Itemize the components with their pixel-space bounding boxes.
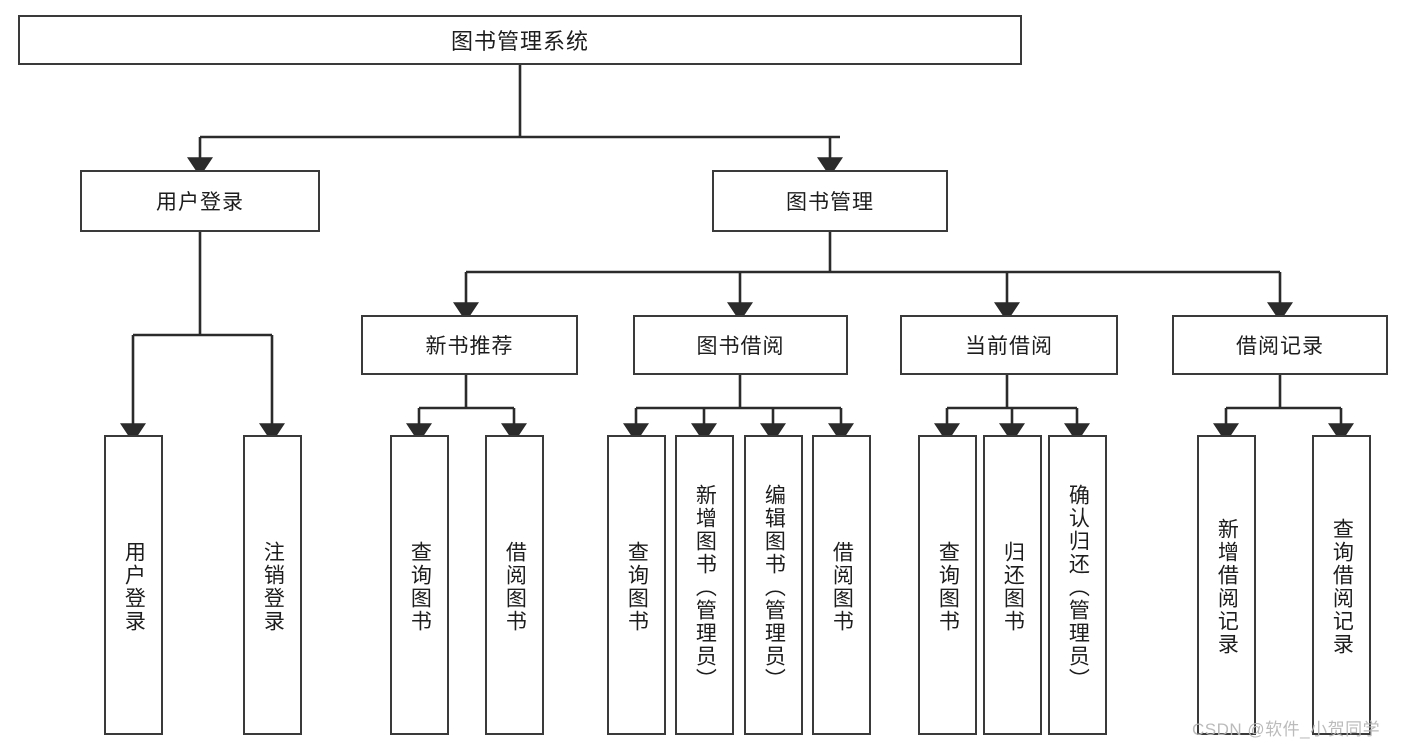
node-leaf-edit-book[interactable]: 编辑图书（管理员） <box>744 435 803 735</box>
node-new-book-recommend[interactable]: 新书推荐 <box>361 315 578 375</box>
node-user-login[interactable]: 用户登录 <box>80 170 320 232</box>
node-leaf-query-record-label: 查询借阅记录 <box>1330 518 1354 656</box>
node-leaf-return-book-label: 归还图书 <box>1001 541 1025 633</box>
csdn-watermark: CSDN @软件_小贺同学 <box>1192 720 1381 739</box>
node-leaf-confirm-return[interactable]: 确认归还（管理员） <box>1048 435 1107 735</box>
node-leaf-query-book-2-label: 查询图书 <box>625 541 649 633</box>
node-leaf-query-book-2[interactable]: 查询图书 <box>607 435 666 735</box>
node-book-management-label: 图书管理 <box>786 191 874 214</box>
node-leaf-borrow-book-2-label: 借阅图书 <box>830 541 854 633</box>
node-new-book-recommend-label: 新书推荐 <box>425 335 514 358</box>
node-borrow-record-label: 借阅记录 <box>1236 335 1324 358</box>
node-leaf-borrow-book-1[interactable]: 借阅图书 <box>485 435 544 735</box>
node-leaf-add-book[interactable]: 新增图书（管理员） <box>675 435 734 735</box>
node-leaf-return-book[interactable]: 归还图书 <box>983 435 1042 735</box>
node-leaf-add-book-label: 新增图书（管理员） <box>693 483 717 691</box>
node-leaf-query-record[interactable]: 查询借阅记录 <box>1312 435 1371 735</box>
node-leaf-logout-label: 注销登录 <box>261 541 285 633</box>
node-leaf-add-record[interactable]: 新增借阅记录 <box>1197 435 1256 735</box>
node-leaf-logout[interactable]: 注销登录 <box>243 435 302 735</box>
node-leaf-user-login-label: 用户登录 <box>122 541 146 633</box>
node-leaf-borrow-book-2[interactable]: 借阅图书 <box>812 435 871 735</box>
node-root[interactable]: 图书管理系统 <box>18 15 1022 65</box>
node-book-management[interactable]: 图书管理 <box>712 170 948 232</box>
node-current-borrow[interactable]: 当前借阅 <box>900 315 1118 375</box>
node-current-borrow-label: 当前借阅 <box>965 335 1053 358</box>
node-user-login-label: 用户登录 <box>156 191 244 214</box>
node-root-label: 图书管理系统 <box>450 29 589 54</box>
node-book-borrow[interactable]: 图书借阅 <box>633 315 848 375</box>
node-book-borrow-label: 图书借阅 <box>696 335 785 358</box>
node-borrow-record[interactable]: 借阅记录 <box>1172 315 1388 375</box>
node-leaf-query-book-3[interactable]: 查询图书 <box>918 435 977 735</box>
node-leaf-query-book-1-label: 查询图书 <box>408 541 432 633</box>
node-leaf-confirm-return-label: 确认归还（管理员） <box>1066 483 1090 691</box>
node-leaf-borrow-book-1-label: 借阅图书 <box>503 541 527 633</box>
node-leaf-query-book-1[interactable]: 查询图书 <box>390 435 449 735</box>
node-leaf-query-book-3-label: 查询图书 <box>936 541 960 633</box>
node-leaf-edit-book-label: 编辑图书（管理员） <box>762 483 786 691</box>
node-leaf-user-login[interactable]: 用户登录 <box>104 435 163 735</box>
node-leaf-add-record-label: 新增借阅记录 <box>1215 518 1239 656</box>
